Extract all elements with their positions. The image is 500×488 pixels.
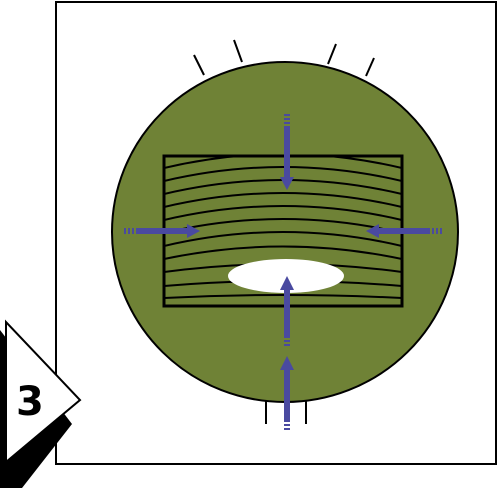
arrow-right (366, 224, 442, 238)
folded-rock-block (162, 154, 404, 308)
top-tick-marks (193, 39, 375, 77)
outline-gaps (225, 61, 353, 72)
step-number: 3 (16, 379, 44, 425)
arrow-down-icon (280, 114, 294, 190)
arrow-bottom-inner (280, 276, 294, 346)
arrow-bottom-outer (280, 356, 294, 430)
outer-frame (55, 1, 497, 465)
arrow-left-icon (366, 224, 442, 238)
arrow-up-icon (280, 276, 294, 346)
bottom-tick-marks (265, 400, 307, 424)
step-badge: 3 (0, 319, 82, 488)
step-badge-face (5, 319, 82, 465)
arrow-top (280, 114, 294, 190)
void-cavity (228, 259, 344, 293)
arrow-right-icon (124, 224, 200, 238)
arrow-up-icon (280, 356, 294, 430)
arrow-left (124, 224, 200, 238)
